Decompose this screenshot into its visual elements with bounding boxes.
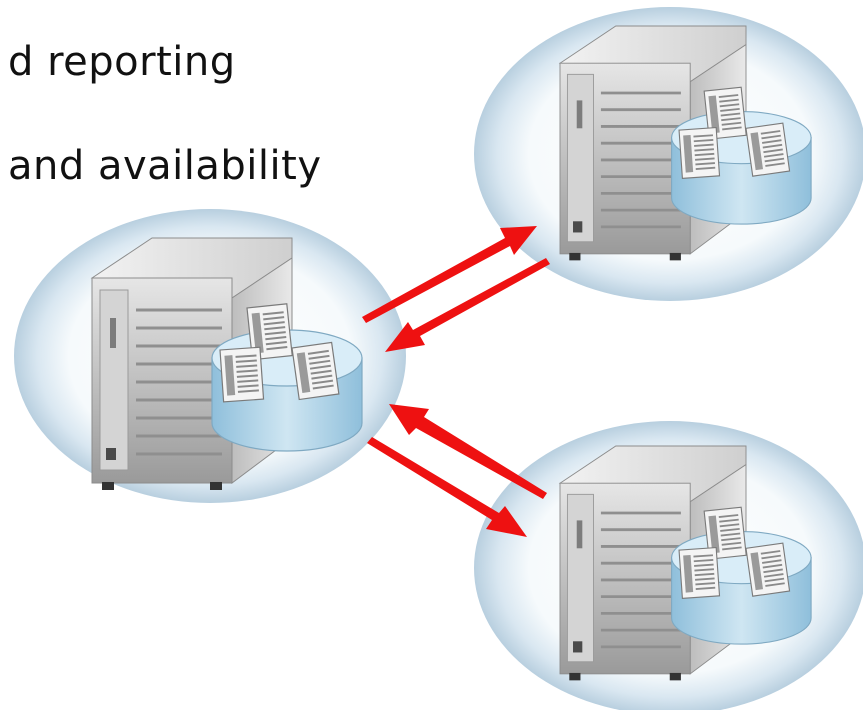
replication-arrow-icon xyxy=(367,437,527,537)
replication-arrow-icon xyxy=(385,258,550,352)
bullet-line-reporting: d reporting xyxy=(8,39,236,85)
bullet-line-availability: and availability xyxy=(8,143,322,189)
replication-arrow-icon xyxy=(389,404,547,499)
replication-arrow-icon xyxy=(362,226,537,323)
